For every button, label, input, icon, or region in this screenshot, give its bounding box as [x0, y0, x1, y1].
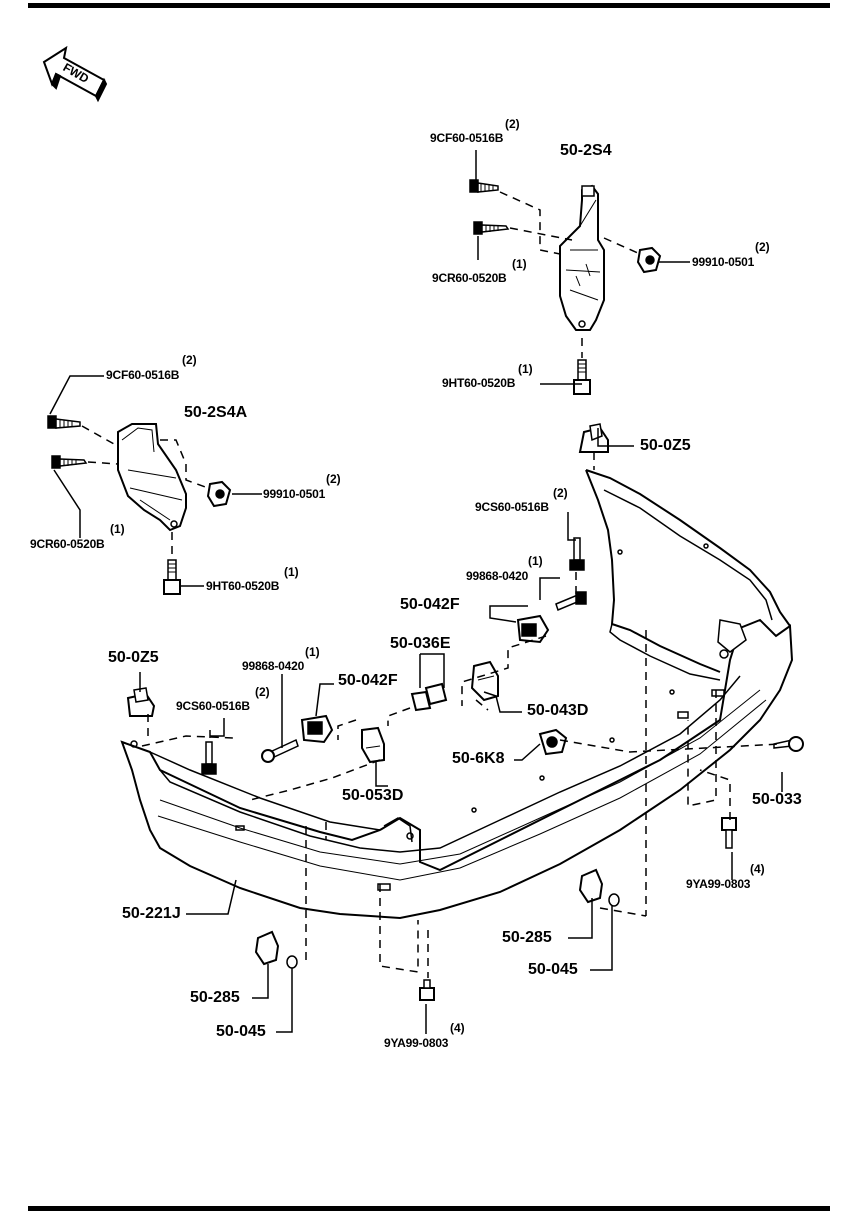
- washer-045-icon: [608, 893, 620, 907]
- screw-icon: [261, 738, 299, 763]
- screw-icon: [555, 591, 587, 612]
- fastener-042f-icon: [300, 714, 334, 744]
- quantity-label: (4): [450, 1021, 465, 1035]
- bracket-043d-icon: [470, 660, 499, 702]
- part-label: 50-042F: [400, 596, 460, 613]
- part-label: 50-045: [528, 961, 578, 978]
- part-label: 99910-0501: [263, 487, 326, 501]
- fwd-arrow-icon: [42, 45, 108, 103]
- quantity-label: (1): [528, 554, 543, 568]
- part-label: 50-053D: [342, 787, 404, 804]
- part-label: 50-045: [216, 1023, 266, 1040]
- bolt-icon: [473, 221, 510, 235]
- part-label: 9CR60-0520B: [30, 537, 105, 551]
- bolt-icon: [721, 817, 737, 849]
- part-label: 9CF60-0516B: [430, 131, 504, 145]
- bottom-border-rule: [28, 1206, 830, 1211]
- bolt-icon: [419, 979, 435, 1001]
- nut-clip-icon: [206, 480, 232, 508]
- part-label: 50-221J: [122, 905, 181, 922]
- quantity-label: (1): [305, 645, 320, 659]
- part-label: 50-0Z5: [640, 437, 691, 454]
- top-border-rule: [28, 3, 830, 8]
- quantity-label: (2): [326, 472, 341, 486]
- quantity-label: (1): [110, 522, 125, 536]
- part-label: 99910-0501: [692, 255, 755, 269]
- part-label: 9CS60-0516B: [176, 699, 250, 713]
- part-label: 50-042F: [338, 672, 398, 689]
- retainer-clip-icon: [578, 423, 609, 453]
- part-label: 50-6K8: [452, 750, 505, 767]
- part-label: 50-033: [752, 791, 802, 808]
- part-label: 9HT60-0520B: [206, 579, 280, 593]
- part-label: 50-2S4A: [184, 404, 248, 421]
- part-label: 99868-0420: [242, 659, 305, 673]
- part-label: 50-0Z5: [108, 649, 159, 666]
- spacer-285-icon: [254, 930, 280, 966]
- part-label: 50-043D: [527, 702, 589, 719]
- splash-shield-left: [117, 423, 187, 532]
- quantity-label: (2): [255, 685, 270, 699]
- part-label: 9CS60-0516B: [475, 500, 549, 514]
- bumper-cushion-icon: [538, 728, 568, 756]
- bumper-cover: [120, 469, 794, 920]
- quantity-label: (1): [518, 362, 533, 376]
- screw-icon: [569, 537, 585, 571]
- part-label: 9YA99-0803: [686, 877, 751, 891]
- quantity-label: (1): [284, 565, 299, 579]
- bolt-icon: [51, 455, 88, 469]
- splash-shield-right: [559, 184, 605, 331]
- part-label: 50-036E: [390, 635, 451, 652]
- bolt-icon: [163, 559, 181, 595]
- quantity-label: (2): [505, 117, 520, 131]
- part-label: 9HT60-0520B: [442, 376, 516, 390]
- quantity-label: (2): [755, 240, 770, 254]
- bracket-036e-icon: [410, 682, 448, 712]
- retainer-clip-icon: [126, 687, 156, 717]
- quantity-label: (4): [750, 862, 765, 876]
- part-label: 9YA99-0803: [384, 1036, 449, 1050]
- part-label: 9CR60-0520B: [432, 271, 507, 285]
- bolt-icon: [573, 359, 591, 395]
- screw-icon: [773, 736, 804, 752]
- washer-045-icon: [286, 955, 298, 969]
- nut-clip-icon: [636, 246, 662, 274]
- part-label: 9CF60-0516B: [106, 368, 180, 382]
- fastener-042f-icon: [516, 614, 550, 644]
- screw-icon: [201, 741, 217, 775]
- part-label: 99868-0420: [466, 569, 529, 583]
- quantity-label: (2): [553, 486, 568, 500]
- part-label: 50-285: [190, 989, 240, 1006]
- bolt-icon: [47, 415, 81, 429]
- part-label: 50-2S4: [560, 142, 612, 159]
- quantity-label: (2): [182, 353, 197, 367]
- bracket-053d-icon: [361, 726, 385, 764]
- part-label: 50-285: [502, 929, 552, 946]
- spacer-285-icon: [578, 868, 604, 904]
- quantity-label: (1): [512, 257, 527, 271]
- bolt-icon: [469, 179, 499, 193]
